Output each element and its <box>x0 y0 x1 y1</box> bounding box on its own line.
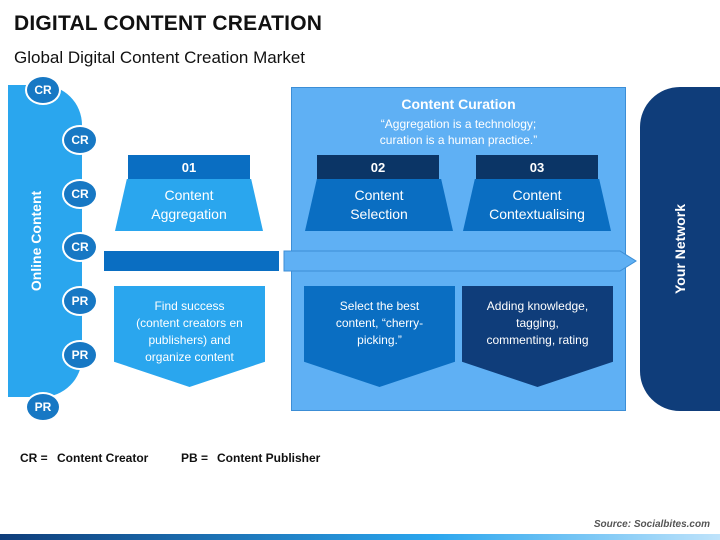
step-02-desc-line-3: picking.” <box>357 333 402 347</box>
circle-cr-4: CR <box>62 232 98 262</box>
legend-pb-value: Content Publisher <box>217 451 321 465</box>
step-02-title-line-1: Content <box>354 187 404 203</box>
legend-pb-key: PB = <box>181 451 209 465</box>
source-credit: Source: Socialbites.com <box>593 519 710 530</box>
step-01-desc-line-2: (content creators en <box>136 316 243 330</box>
legend-cr-key: CR = <box>20 451 48 465</box>
curation-title: Content Curation <box>401 96 516 112</box>
step-02-box: Content Selection <box>305 179 453 231</box>
step-01-box: Content Aggregation <box>115 179 263 231</box>
circle-cr-1: CR <box>25 75 61 105</box>
step-03-title-line-1: Content <box>512 187 562 203</box>
step-03-desc-line-2: tagging, <box>516 316 559 330</box>
curation-quote-line-1: “Aggregation is a technology; <box>380 117 537 131</box>
step-03-box: Content Contextualising <box>463 179 611 231</box>
step-02-title-line-2: Selection <box>350 206 408 222</box>
circle-pr-3: PR <box>25 392 61 422</box>
your-network-label: Your Network <box>672 204 689 294</box>
step-01-desc-line-3: publishers) and <box>148 333 231 347</box>
slide-title: DIGITAL CONTENT CREATION <box>14 12 323 35</box>
your-network-bar <box>640 87 720 411</box>
bottom-gradient-strip <box>0 534 720 540</box>
step-03-desc-line-3: commenting, rating <box>486 333 589 347</box>
online-content-label-wrap: Online Content <box>8 85 64 397</box>
circle-pr-2: PR <box>62 340 98 370</box>
slide-subtitle: Global Digital Content Creation Market <box>14 48 306 67</box>
curation-quote-line-2: curation is a human practice.” <box>379 133 538 147</box>
step-01-title-line-1: Content <box>164 187 214 203</box>
step-02-desc-line-1: Select the best <box>339 299 420 313</box>
step-02-number: 02 <box>317 155 439 179</box>
step-01-description: Find success (content creators en publis… <box>114 286 265 387</box>
step-01-number: 01 <box>128 155 250 179</box>
circle-cr-2: CR <box>62 125 98 155</box>
step-03-title-line-2: Contextualising <box>489 206 585 222</box>
flow-arrow-segment-1 <box>104 251 279 271</box>
your-network-label-wrap: Your Network <box>640 87 720 411</box>
step-02-desc-line-2: content, “cherry- <box>335 316 424 330</box>
step-03-description: Adding knowledge, tagging, commenting, r… <box>462 286 613 387</box>
step-01-desc-line-4: organize content <box>145 350 234 364</box>
curation-quote: “Aggregation is a technology; curation i… <box>291 116 626 148</box>
online-content-label: Online Content <box>28 190 45 292</box>
circle-pr-1: PR <box>62 286 98 316</box>
flow-arrow-segment-2 <box>283 250 637 272</box>
step-01-desc-line-1: Find success <box>154 299 225 313</box>
step-01-title-line-2: Aggregation <box>151 206 227 222</box>
step-02-description: Select the best content, “cherry- pickin… <box>304 286 455 387</box>
step-03-number: 03 <box>476 155 598 179</box>
step-03-desc-line-1: Adding knowledge, <box>486 299 589 313</box>
circle-cr-3: CR <box>62 179 98 209</box>
legend-cr-value: Content Creator <box>57 451 149 465</box>
flow-arrow <box>104 250 637 272</box>
